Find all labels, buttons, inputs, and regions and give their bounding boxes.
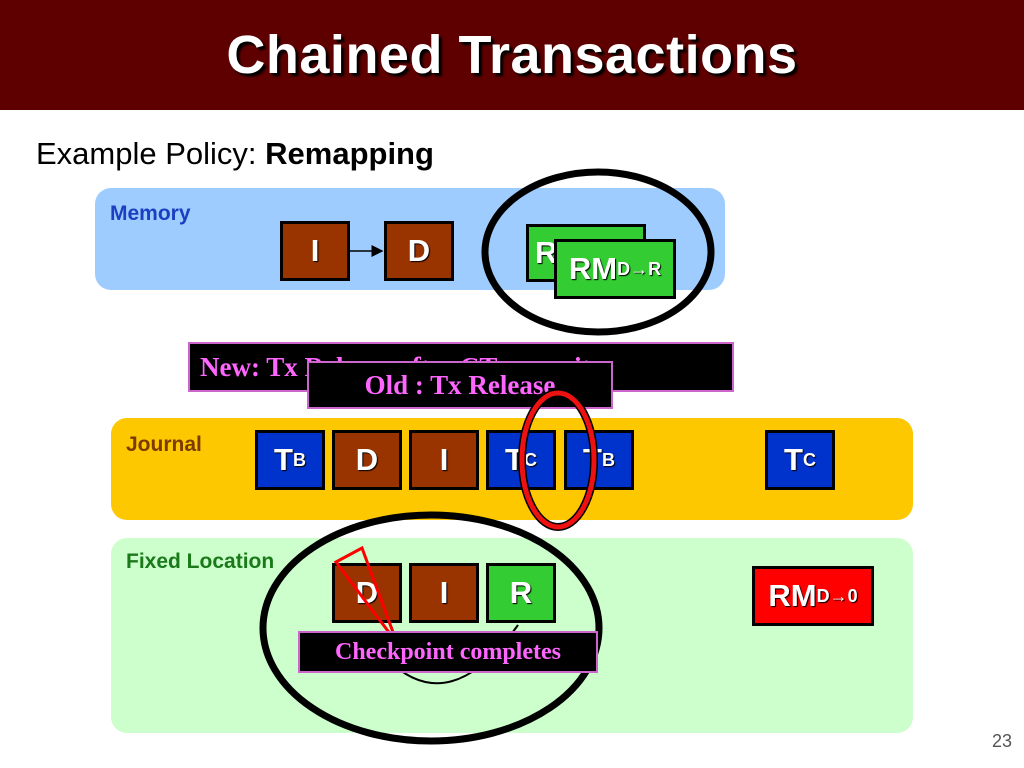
memory-remap-sub: D→R bbox=[617, 258, 662, 279]
fixed-remap-text: RM bbox=[768, 578, 817, 613]
journal-block-sub: C bbox=[802, 449, 816, 470]
memory-label: Memory bbox=[110, 202, 191, 225]
title-bar: Chained Transactions bbox=[0, 0, 1024, 110]
fixed-location-label: Fixed Location bbox=[126, 550, 275, 573]
note-old-release: Old : Tx Release bbox=[307, 361, 613, 409]
journal-block-text: D bbox=[355, 442, 379, 477]
policy-line: Example Policy: Remapping bbox=[36, 136, 434, 172]
fixed-remap-sub: D→0 bbox=[816, 585, 858, 606]
fixed-block-data: D bbox=[332, 563, 402, 623]
policy-name: Remapping bbox=[265, 136, 434, 171]
journal-block-text: T bbox=[583, 442, 602, 477]
journal-block-sub: C bbox=[523, 449, 537, 470]
journal-block-sub: B bbox=[601, 449, 615, 470]
journal-block-inode: I bbox=[409, 430, 479, 490]
memory-block-inode: I bbox=[280, 221, 350, 281]
page-number: 23 bbox=[991, 731, 1012, 751]
journal-label: Journal bbox=[126, 433, 202, 456]
journal-block-text: T bbox=[274, 442, 293, 477]
note-checkpoint: Checkpoint completes bbox=[298, 631, 598, 673]
policy-prefix: Example Policy: bbox=[36, 136, 266, 171]
fixed-block-inode: I bbox=[409, 563, 479, 623]
journal-block-data: D bbox=[332, 430, 402, 490]
memory-block-data: D bbox=[384, 221, 454, 281]
journal-block-text: T bbox=[505, 442, 524, 477]
fixed-block-remap: R bbox=[486, 563, 556, 623]
memory-remap-text: RM bbox=[568, 251, 618, 286]
slide-title: Chained Transactions bbox=[226, 25, 798, 85]
journal-block-sub: B bbox=[292, 449, 306, 470]
journal-block-text: I bbox=[439, 442, 449, 477]
journal-block-text: T bbox=[784, 442, 803, 477]
